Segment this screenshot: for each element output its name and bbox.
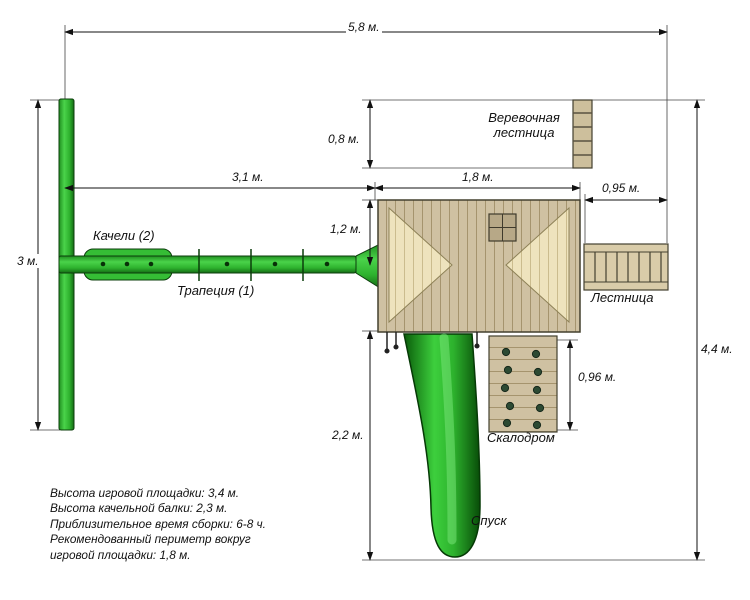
- swing-frame: [58, 98, 381, 431]
- slide-shape: [403, 333, 481, 558]
- dim-ladder-length: 0,95 м.: [600, 181, 643, 195]
- beam-connector: [355, 243, 381, 289]
- note-line: Высота игровой площадки: 3,4 м.: [50, 486, 240, 500]
- dim-platform-width: 1,8 м.: [460, 170, 496, 184]
- dim-climbing-wall-height: 0,96 м.: [576, 370, 619, 384]
- label-slide: Спуск: [471, 513, 507, 528]
- climbing-wall-shape: [488, 335, 558, 433]
- dim-right-height: 4,4 м.: [699, 342, 735, 356]
- rope-ladder-shape: [572, 99, 593, 169]
- note-line: игровой площадки: 1,8 м.: [50, 547, 191, 562]
- notes: Высота игровой площадки: 3,4 м. Высота к…: [50, 486, 266, 563]
- dim-rope-ladder-depth: 0,8 м.: [326, 132, 362, 146]
- label-trapeze: Трапеция (1): [177, 283, 255, 298]
- dim-platform-depth: 1,2 м.: [328, 222, 364, 236]
- mount-hooks: [384, 332, 480, 354]
- dim-total-width: 5,8 м.: [346, 20, 382, 34]
- note-line: Приблизительное время сборки: 6-8 ч.: [50, 516, 266, 531]
- beam-pins: [198, 249, 304, 281]
- window: [488, 213, 517, 242]
- swing-hooks: [100, 261, 330, 267]
- roof-gable-left: [388, 206, 453, 324]
- dim-beam-length: 3,1 м.: [230, 170, 266, 184]
- platform: [377, 199, 581, 333]
- label-rope-ladder: Веревочная лестница: [488, 110, 560, 140]
- roof-gable-right: [505, 206, 570, 324]
- label-swings: Качели (2): [93, 228, 155, 243]
- label-ladder: Лестница: [591, 290, 654, 305]
- label-climbing-wall: Скалодром: [487, 430, 555, 445]
- note-line: Высота качельной балки: 2,3 м.: [50, 501, 228, 516]
- dim-slide-length: 2,2 м.: [330, 428, 366, 442]
- note-line: Рекомендованный периметр вокруг: [50, 532, 251, 547]
- ladder-shape: [583, 243, 669, 291]
- climbing-holds: [500, 347, 545, 430]
- dim-left-height: 3 м.: [15, 254, 41, 268]
